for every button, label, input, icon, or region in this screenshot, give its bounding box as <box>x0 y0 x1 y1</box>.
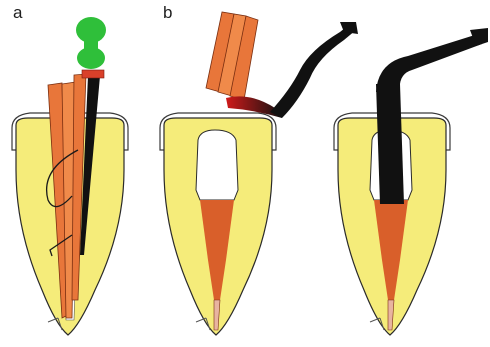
tooth-b2 <box>334 28 488 335</box>
b1-heater-shaft <box>270 24 356 118</box>
tooth-b1 <box>160 113 276 335</box>
tooth-b1-pulp-chamber <box>196 130 238 200</box>
tooth-a <box>12 17 128 335</box>
tooth-a-handle-neck <box>84 35 98 51</box>
tooth-a-rubber-stop <box>82 70 104 78</box>
tooth-b2-plugger-bend <box>376 34 482 92</box>
heat-carrier-b1 <box>206 12 358 118</box>
tooth-b2-plugger <box>376 84 404 204</box>
